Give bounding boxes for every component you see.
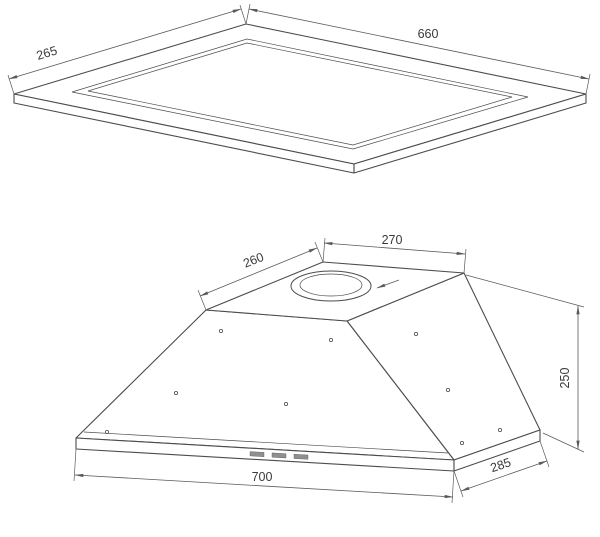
extension-line [465, 274, 585, 308]
rivet-hole [445, 387, 450, 392]
rivet-hole [283, 401, 288, 406]
hood-body-view: 270 260 250 700 285 [73, 233, 585, 504]
extension-line [585, 73, 591, 95]
dimension-line [8, 8, 242, 80]
panel-top-view: 660 265 [7, 3, 591, 174]
rivet-hole [459, 440, 464, 445]
extension-line [322, 237, 326, 263]
dimension-line [460, 460, 548, 492]
extension-line [239, 4, 247, 25]
dim-label-hood-top-width: 270 [382, 233, 403, 247]
extension-line [73, 448, 77, 482]
panel-depth-dimension: 265 [7, 4, 247, 95]
hood-front-fold-line [83, 431, 449, 454]
rivet-hole [328, 337, 333, 342]
dim-label-hood-height: 250 [558, 368, 572, 389]
rivet-hole [105, 429, 110, 434]
hood-bottom-width-dimension: 700 [73, 448, 455, 504]
dimension-line [74, 473, 454, 499]
dimension-line [323, 242, 466, 255]
dim-label-panel-depth: 265 [35, 43, 59, 62]
dim-label-panel-width: 660 [418, 27, 439, 41]
filter-slot [249, 451, 265, 457]
rivet-holes [105, 328, 502, 445]
hood-bottom-depth-dimension: 285 [453, 440, 550, 498]
extension-line [453, 470, 464, 498]
filter-slot [293, 453, 309, 460]
dim-label-hood-top-depth: 260 [241, 250, 266, 271]
extension-line [197, 289, 207, 311]
rivet-hole [497, 427, 502, 432]
dim-label-hood-bottom-width: 700 [252, 470, 273, 484]
extension-line [314, 241, 324, 263]
panel-right-edge-face [353, 93, 587, 174]
hood-height-dimension: 250 [465, 274, 585, 453]
duct-collar-outer [290, 270, 372, 302]
panel-top-face [13, 23, 587, 165]
dim-label-hood-bottom-depth: 285 [489, 455, 513, 475]
rivet-hole [413, 331, 418, 336]
underside-slots [249, 451, 309, 460]
dimension-line [248, 8, 590, 80]
extension-line [463, 248, 467, 274]
rivet-hole [218, 328, 223, 333]
dimension-line [199, 247, 318, 297]
rivet-hole [173, 390, 178, 395]
hood-top-width-dimension: 270 [322, 233, 467, 274]
panel-width-dimension: 660 [245, 3, 591, 95]
collar-direction-arrow [376, 279, 400, 289]
extension-line [245, 3, 251, 25]
extension-line [451, 470, 455, 504]
filter-slot [271, 452, 287, 459]
